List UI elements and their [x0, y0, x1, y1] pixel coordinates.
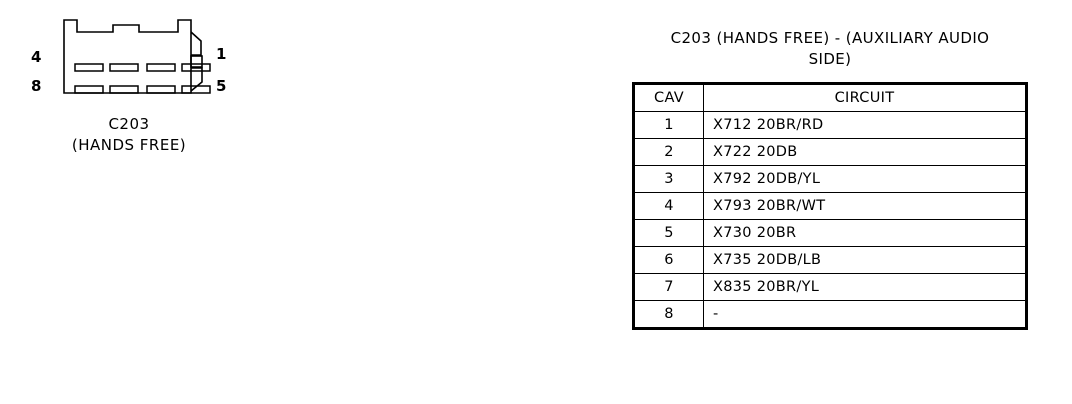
connector-diagram-panel: 4 8 1 5 C203 (HANDS FREE) [0, 0, 300, 180]
cell-circuit: X722 20DB [703, 138, 1027, 166]
cell-cav: 7 [633, 273, 704, 301]
cavity-slot-1 [181, 63, 211, 72]
cavity-slot-4 [74, 63, 104, 72]
pin-number-label-bottom-right: 5 [216, 77, 227, 95]
cell-cav: 8 [633, 300, 704, 329]
circuit-table-panel: C203 (HANDS FREE) - (AUXILIARY AUDIO SID… [630, 28, 1030, 330]
pin-number-label-top-right: 1 [216, 45, 227, 63]
cavity-slot-8 [74, 85, 104, 94]
cavity-slot-5 [181, 85, 211, 94]
cell-cav: 4 [633, 192, 704, 220]
circuit-table-title: C203 (HANDS FREE) - (AUXILIARY AUDIO SID… [630, 28, 1030, 70]
table-header-row: CAV CIRCUIT [633, 83, 1027, 112]
cell-cav: 5 [633, 219, 704, 247]
table-row: 8- [633, 300, 1027, 329]
cell-circuit: - [703, 300, 1027, 329]
cavity-slot-2 [146, 63, 176, 72]
cell-circuit: X712 20BR/RD [703, 111, 1027, 139]
cell-cav: 2 [633, 138, 704, 166]
cell-circuit: X792 20DB/YL [703, 165, 1027, 193]
cell-circuit: X735 20DB/LB [703, 246, 1027, 274]
pin-number-label-top-left: 4 [31, 48, 42, 66]
cavity-slot-3 [109, 63, 139, 72]
column-header-circuit: CIRCUIT [703, 83, 1027, 112]
column-header-cav: CAV [633, 83, 704, 112]
cell-cav: 6 [633, 246, 704, 274]
connector-caption: C203 (HANDS FREE) [0, 114, 258, 156]
connector-body-outline [63, 19, 192, 94]
circuit-table-title-line-2: SIDE) [808, 50, 852, 68]
cell-cav: 1 [633, 111, 704, 139]
cell-circuit: X730 20BR [703, 219, 1027, 247]
connector-caption-name: C203 [108, 115, 150, 133]
cavity-slot-7 [109, 85, 139, 94]
cell-circuit: X793 20BR/WT [703, 192, 1027, 220]
latch-keyway-center [190, 55, 203, 68]
latch-wedge-upper [190, 31, 202, 56]
connector-caption-description: (HANDS FREE) [71, 136, 187, 154]
cell-circuit: X835 20BR/YL [703, 273, 1027, 301]
pin-number-label-bottom-left: 8 [31, 77, 42, 95]
cell-cav: 3 [633, 165, 704, 193]
connector-face-drawing [63, 19, 211, 94]
circuit-table-title-line-1: C203 (HANDS FREE) - (AUXILIARY AUDIO [670, 29, 990, 47]
cavity-slot-6 [146, 85, 176, 94]
